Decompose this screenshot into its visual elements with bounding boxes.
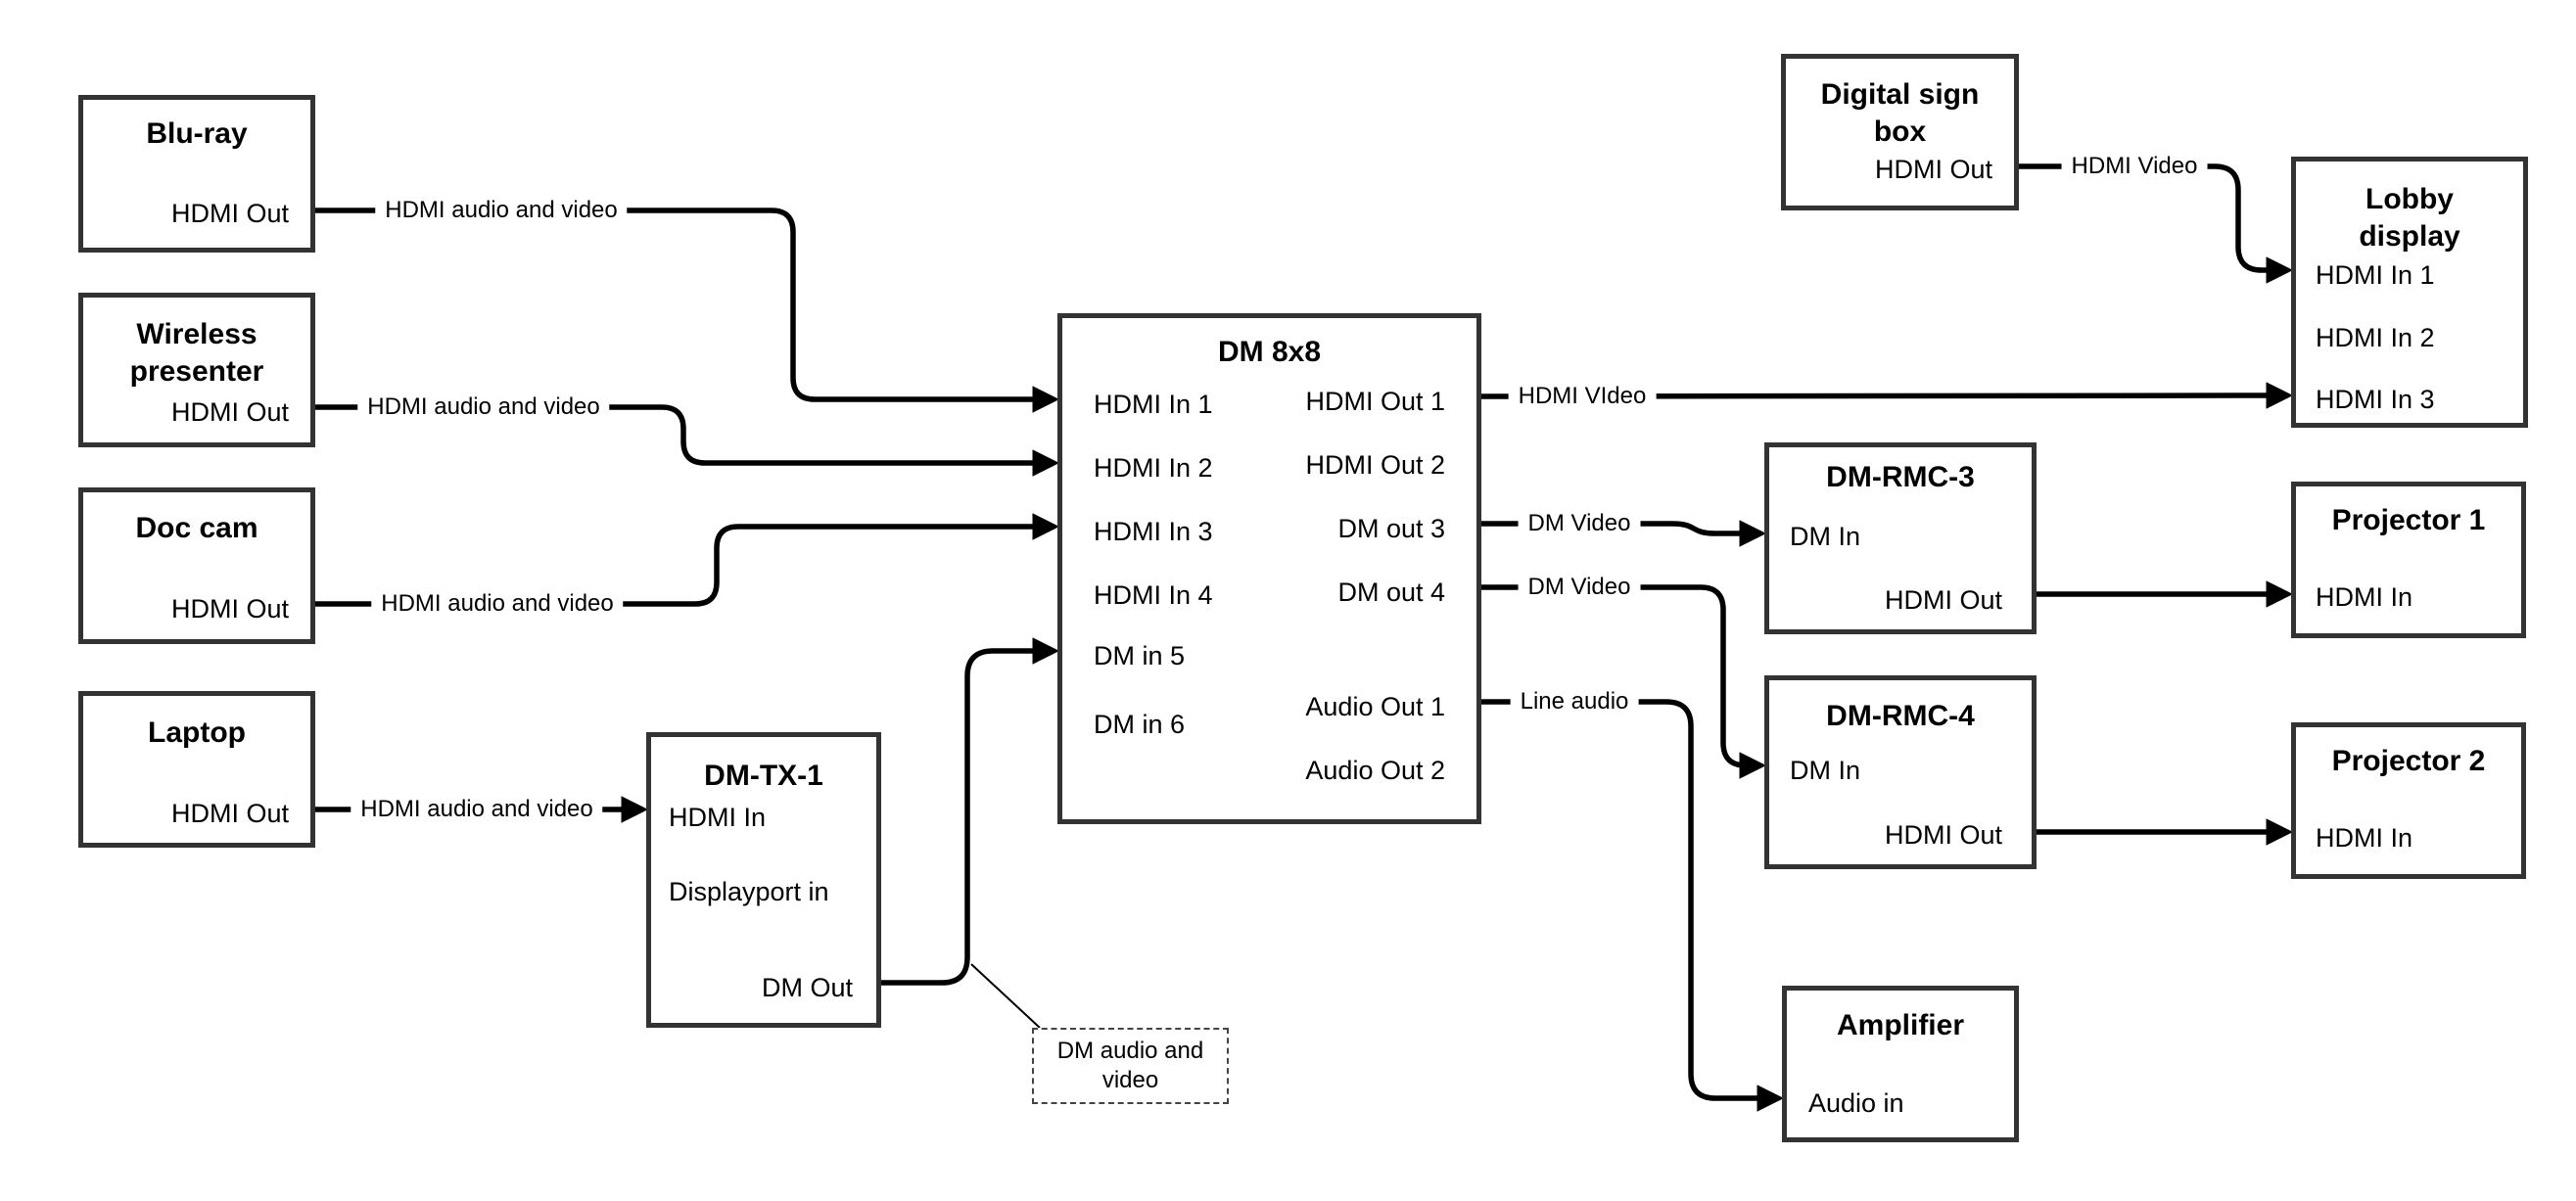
port-audio-out-1: Audio Out 1 bbox=[1305, 692, 1445, 721]
node-title: Amplifier bbox=[1836, 1009, 1965, 1041]
node-wireless-presenter: Wireless presenter HDMI Out bbox=[78, 293, 315, 447]
note-text: DM audio and video bbox=[1056, 1038, 1204, 1093]
port-dm-out-4: DM out 4 bbox=[1337, 577, 1445, 607]
node-doc-cam: Doc cam HDMI Out bbox=[78, 487, 315, 644]
port-dm-out-3: DM out 3 bbox=[1337, 514, 1445, 543]
node-title: DM-RMC-3 bbox=[1826, 461, 1975, 493]
node-title: DM 8x8 bbox=[1217, 336, 1322, 368]
wire-label-dm-video-out3: DM Video bbox=[1518, 508, 1641, 539]
port-hdmi-out: HDMI Out bbox=[170, 199, 289, 228]
node-amplifier: Amplifier Audio in bbox=[1782, 986, 2019, 1142]
note-dm-audio-and-video: DM audio and video bbox=[1032, 1028, 1229, 1104]
node-laptop: Laptop HDMI Out bbox=[78, 691, 315, 848]
wire-doccam-to-dm8x8-in3 bbox=[315, 513, 1059, 607]
node-dm-8x8: DM 8x8 HDMI In 1 HDMI In 2 HDMI In 3 HDM… bbox=[1057, 313, 1481, 824]
wire-dmtx1-to-dm8x8-in5 bbox=[881, 637, 1059, 986]
note-pointer-line bbox=[970, 963, 1041, 1029]
wire-label-line-audio: Line audio bbox=[1510, 686, 1639, 717]
node-dm-tx-1: DM-TX-1 HDMI In Displayport in DM Out bbox=[646, 732, 881, 1028]
port-hdmi-in-2: HDMI In 2 bbox=[2316, 323, 2435, 352]
node-digital-sign-box: Digital sign box HDMI Out bbox=[1781, 54, 2019, 210]
node-title: DM-TX-1 bbox=[704, 760, 823, 792]
port-dm-in: DM In bbox=[1790, 522, 1861, 551]
port-dm-in: DM In bbox=[1790, 756, 1861, 785]
port-hdmi-out: HDMI Out bbox=[1884, 820, 2002, 850]
port-hdmi-out: HDMI Out bbox=[170, 397, 289, 427]
wire-label-hdmi-audio-video-2: HDMI audio and video bbox=[357, 392, 610, 423]
wire-label-hdmi-audio-video-4: HDMI audio and video bbox=[351, 794, 603, 825]
wire-dm8x8-out4-to-dmrmc4 bbox=[1481, 584, 1766, 779]
port-hdmi-out: HDMI Out bbox=[1884, 585, 2002, 615]
port-hdmi-in-3: HDMI In 3 bbox=[2316, 385, 2435, 414]
port-hdmi-in-2: HDMI In 2 bbox=[1094, 453, 1213, 483]
node-projector-2: Projector 2 HDMI In bbox=[2291, 722, 2526, 879]
node-title: Projector 1 bbox=[2331, 504, 2486, 536]
port-hdmi-in-1: HDMI In 1 bbox=[1094, 390, 1213, 419]
node-dm-rmc-4: DM-RMC-4 DM In HDMI Out bbox=[1764, 675, 2037, 869]
node-bluray: Blu-ray HDMI Out bbox=[78, 95, 315, 253]
port-hdmi-out-1: HDMI Out 1 bbox=[1305, 387, 1445, 416]
node-dm-rmc-3: DM-RMC-3 DM In HDMI Out bbox=[1764, 442, 2037, 634]
wire-wireless-to-dm8x8-in2 bbox=[315, 404, 1059, 477]
node-title: Digital sign box bbox=[1820, 78, 1980, 148]
port-audio-in: Audio in bbox=[1808, 1088, 1904, 1118]
port-dm-in-5: DM in 5 bbox=[1094, 641, 1186, 670]
wire-digitalsign-to-lobby-in1 bbox=[2019, 163, 2293, 284]
port-displayport-in: Displayport in bbox=[669, 877, 829, 906]
port-hdmi-in: HDMI In bbox=[2316, 823, 2413, 853]
port-dm-in-6: DM in 6 bbox=[1094, 710, 1186, 739]
port-hdmi-in-4: HDMI In 4 bbox=[1094, 580, 1213, 610]
wire-label-hdmi-audio-video-1: HDMI audio and video bbox=[375, 195, 628, 226]
node-title: Blu-ray bbox=[146, 117, 248, 150]
port-hdmi-in: HDMI In bbox=[669, 803, 767, 832]
port-audio-out-2: Audio Out 2 bbox=[1305, 756, 1445, 785]
wire-label-hdmi-audio-video-3: HDMI audio and video bbox=[371, 588, 624, 620]
port-hdmi-in-1: HDMI In 1 bbox=[2316, 260, 2435, 290]
port-hdmi-out-2: HDMI Out 2 bbox=[1305, 450, 1445, 480]
wire-label-hdmi-video-out1: HDMI VIdeo bbox=[1508, 381, 1657, 412]
port-hdmi-out: HDMI Out bbox=[170, 799, 289, 828]
node-title: Lobby display bbox=[2359, 183, 2460, 253]
node-title: Wireless presenter bbox=[129, 318, 264, 388]
wire-dm8x8-audio1-to-amplifier bbox=[1481, 699, 1784, 1112]
wire-label-hdmi-video-sign: HDMI Video bbox=[2061, 151, 2208, 182]
port-hdmi-in: HDMI In bbox=[2316, 582, 2413, 612]
node-title: DM-RMC-4 bbox=[1826, 700, 1975, 732]
wire-dm8x8-out3-to-dmrmc3 bbox=[1481, 520, 1766, 547]
wire-bluray-to-dm8x8-in1 bbox=[315, 208, 1059, 413]
node-title: Projector 2 bbox=[2331, 745, 2486, 777]
port-hdmi-out: HDMI Out bbox=[1874, 155, 1992, 184]
port-hdmi-out: HDMI Out bbox=[170, 594, 289, 624]
port-hdmi-in-3: HDMI In 3 bbox=[1094, 517, 1213, 546]
node-projector-1: Projector 1 HDMI In bbox=[2291, 482, 2526, 638]
wire-label-dm-video-out4: DM Video bbox=[1518, 572, 1641, 603]
node-title: Laptop bbox=[148, 716, 246, 749]
node-title: Doc cam bbox=[135, 512, 258, 544]
port-dm-out: DM Out bbox=[761, 973, 853, 1002]
node-lobby-display: Lobby display HDMI In 1 HDMI In 2 HDMI I… bbox=[2291, 157, 2528, 428]
